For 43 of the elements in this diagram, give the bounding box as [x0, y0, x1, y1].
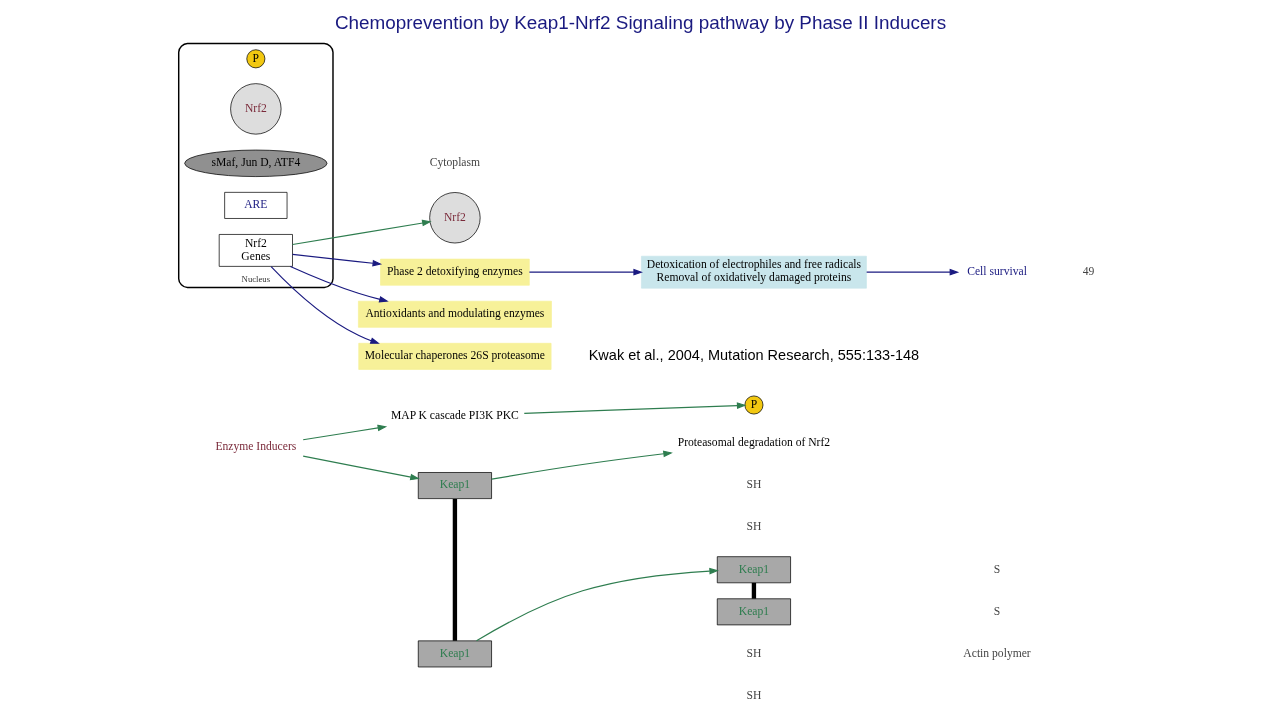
label: S	[993, 604, 1000, 618]
label: SH	[746, 520, 761, 534]
node-circle: Nrf2	[428, 192, 481, 244]
label: Cytoplasm	[429, 156, 480, 170]
arrow	[291, 219, 432, 246]
node-box: Keap1	[417, 640, 492, 668]
label: Actin polymer	[962, 646, 1031, 660]
node-circle: P	[744, 395, 763, 415]
node-box: Keap1	[417, 472, 492, 499]
node-box: Detoxication of electrophiles and free radicals Removal of oxidatively damaged proteins	[640, 255, 867, 289]
node-text: MAP K cascade PI3K PKC	[390, 408, 519, 422]
arrow	[523, 402, 746, 414]
connector	[452, 498, 457, 641]
node-circle: Nrf2	[229, 83, 281, 135]
label: 49	[1082, 264, 1094, 278]
node-ellipse: sMaf, Jun D, ATF4	[183, 149, 327, 177]
node-box: ARE	[223, 192, 287, 219]
label: SH	[746, 478, 761, 492]
node-circle: P	[245, 49, 265, 69]
arrow	[865, 268, 959, 276]
node-text: Proteasomal degradation of Nrf2	[677, 436, 830, 450]
node-text: Enzyme Inducers	[214, 439, 296, 453]
label: SH	[746, 688, 761, 702]
node-box: Molecular chaperones 26S proteasome	[357, 342, 551, 370]
connector	[751, 582, 756, 599]
arrow	[302, 455, 420, 481]
node-box: Keap1	[716, 598, 791, 626]
arrow	[490, 450, 673, 480]
node-box: Phase 2 detoxifying enzymes	[379, 258, 530, 286]
label: SH	[746, 646, 761, 660]
caption: Kwak et al., 2004, Mutation Research, 555:133-148	[588, 347, 919, 363]
label: S	[993, 562, 1000, 576]
diagram-title: Chemoprevention by Keap1-Nrf2 Signaling pathway by Phase II Inducers	[334, 11, 946, 33]
arrow	[302, 424, 387, 441]
arrow	[528, 268, 643, 276]
node-box: Nrf2 Genes	[218, 234, 293, 267]
node-box: Keap1	[716, 556, 791, 584]
arrow	[289, 265, 389, 303]
arrow	[291, 253, 382, 267]
node-box: Antioxidants and modulating enzymes	[357, 300, 552, 328]
arrow	[475, 567, 719, 642]
node-text: Cell survival	[966, 264, 1027, 278]
arrow	[270, 265, 380, 344]
